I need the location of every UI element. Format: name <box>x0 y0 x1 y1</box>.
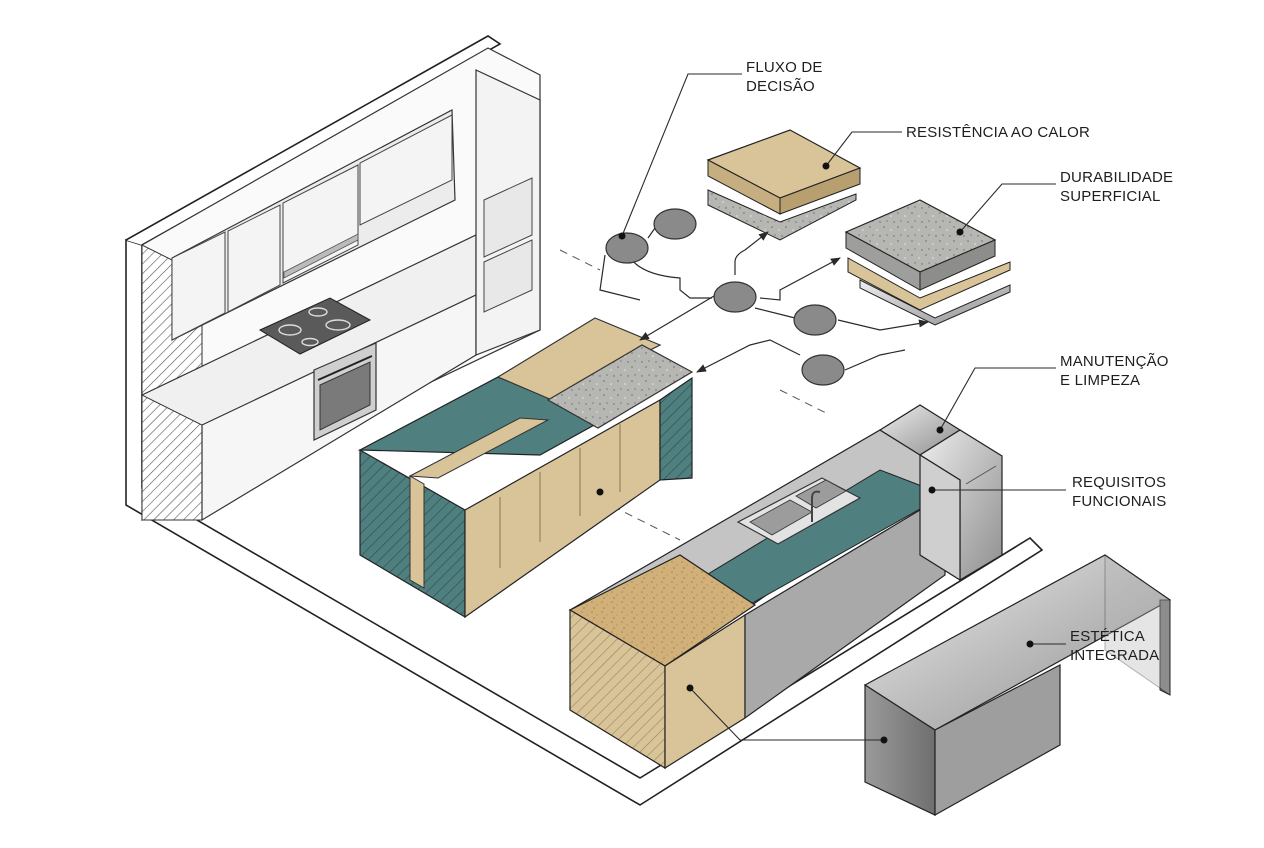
cooktop-icon <box>258 297 372 355</box>
leader-dots <box>596 162 1034 744</box>
label-fluxo-de-decisao-line-2: DECISÃO <box>746 78 815 95</box>
flow-node-4 <box>793 304 837 336</box>
label-requisitos-funcionais: REQUISITOS FUNCIONAIS <box>1072 473 1167 511</box>
label-estetica-integrada-line-1: ESTÉTICA <box>1070 628 1145 645</box>
label-durabilidade-superficial: DURABILIDADE SUPERFICIAL <box>1060 168 1173 206</box>
flow-node-1 <box>605 232 649 264</box>
flow-node-2 <box>653 208 697 240</box>
sink-icon <box>736 477 862 545</box>
flow-node-icon <box>599 208 929 386</box>
oven-icon <box>313 342 377 441</box>
label-requisitos-funcionais-line-1: REQUISITOS <box>1072 474 1167 491</box>
flow-node-5 <box>801 354 845 386</box>
label-manutencao-e-limpeza-line-1: MANUTENÇÃO <box>1060 353 1169 370</box>
flow-node-3 <box>713 281 757 313</box>
island-steel-sink <box>568 404 1003 770</box>
material-sample-wood <box>706 129 862 241</box>
island-teal-wood <box>357 317 694 619</box>
label-resistencia-ao-calor: RESISTÊNCIA AO CALOR <box>906 123 1090 142</box>
back-wall-cabinetry <box>141 47 541 522</box>
label-estetica-integrada: ESTÉTICA INTEGRADA <box>1070 627 1159 665</box>
label-estetica-integrada-line-2: INTEGRADA <box>1070 647 1160 664</box>
label-durabilidade-superficial-line-1: DURABILIDADE <box>1060 169 1174 186</box>
label-fluxo-de-decisao-line-1: FLUXO DE <box>746 59 823 76</box>
steel-bench <box>863 554 1172 817</box>
label-manutencao-e-limpeza: MANUTENÇÃO E LIMPEZA <box>1060 352 1169 390</box>
label-resistencia-ao-calor-line-1: RESISTÊNCIA AO CALOR <box>906 124 1091 141</box>
label-requisitos-funcionais-line-2: FUNCIONAIS <box>1072 493 1167 510</box>
faucet-icon <box>811 490 821 522</box>
label-manutencao-e-limpeza-line-2: E LIMPEZA <box>1060 372 1141 389</box>
material-sample-granite-stack <box>844 199 1011 326</box>
leader-lines <box>621 73 1066 741</box>
label-fluxo-de-decisao: FLUXO DE DECISÃO <box>746 58 823 96</box>
label-durabilidade-superficial-line-2: SUPERFICIAL <box>1060 188 1161 205</box>
dishwasher-icon <box>918 429 1003 582</box>
